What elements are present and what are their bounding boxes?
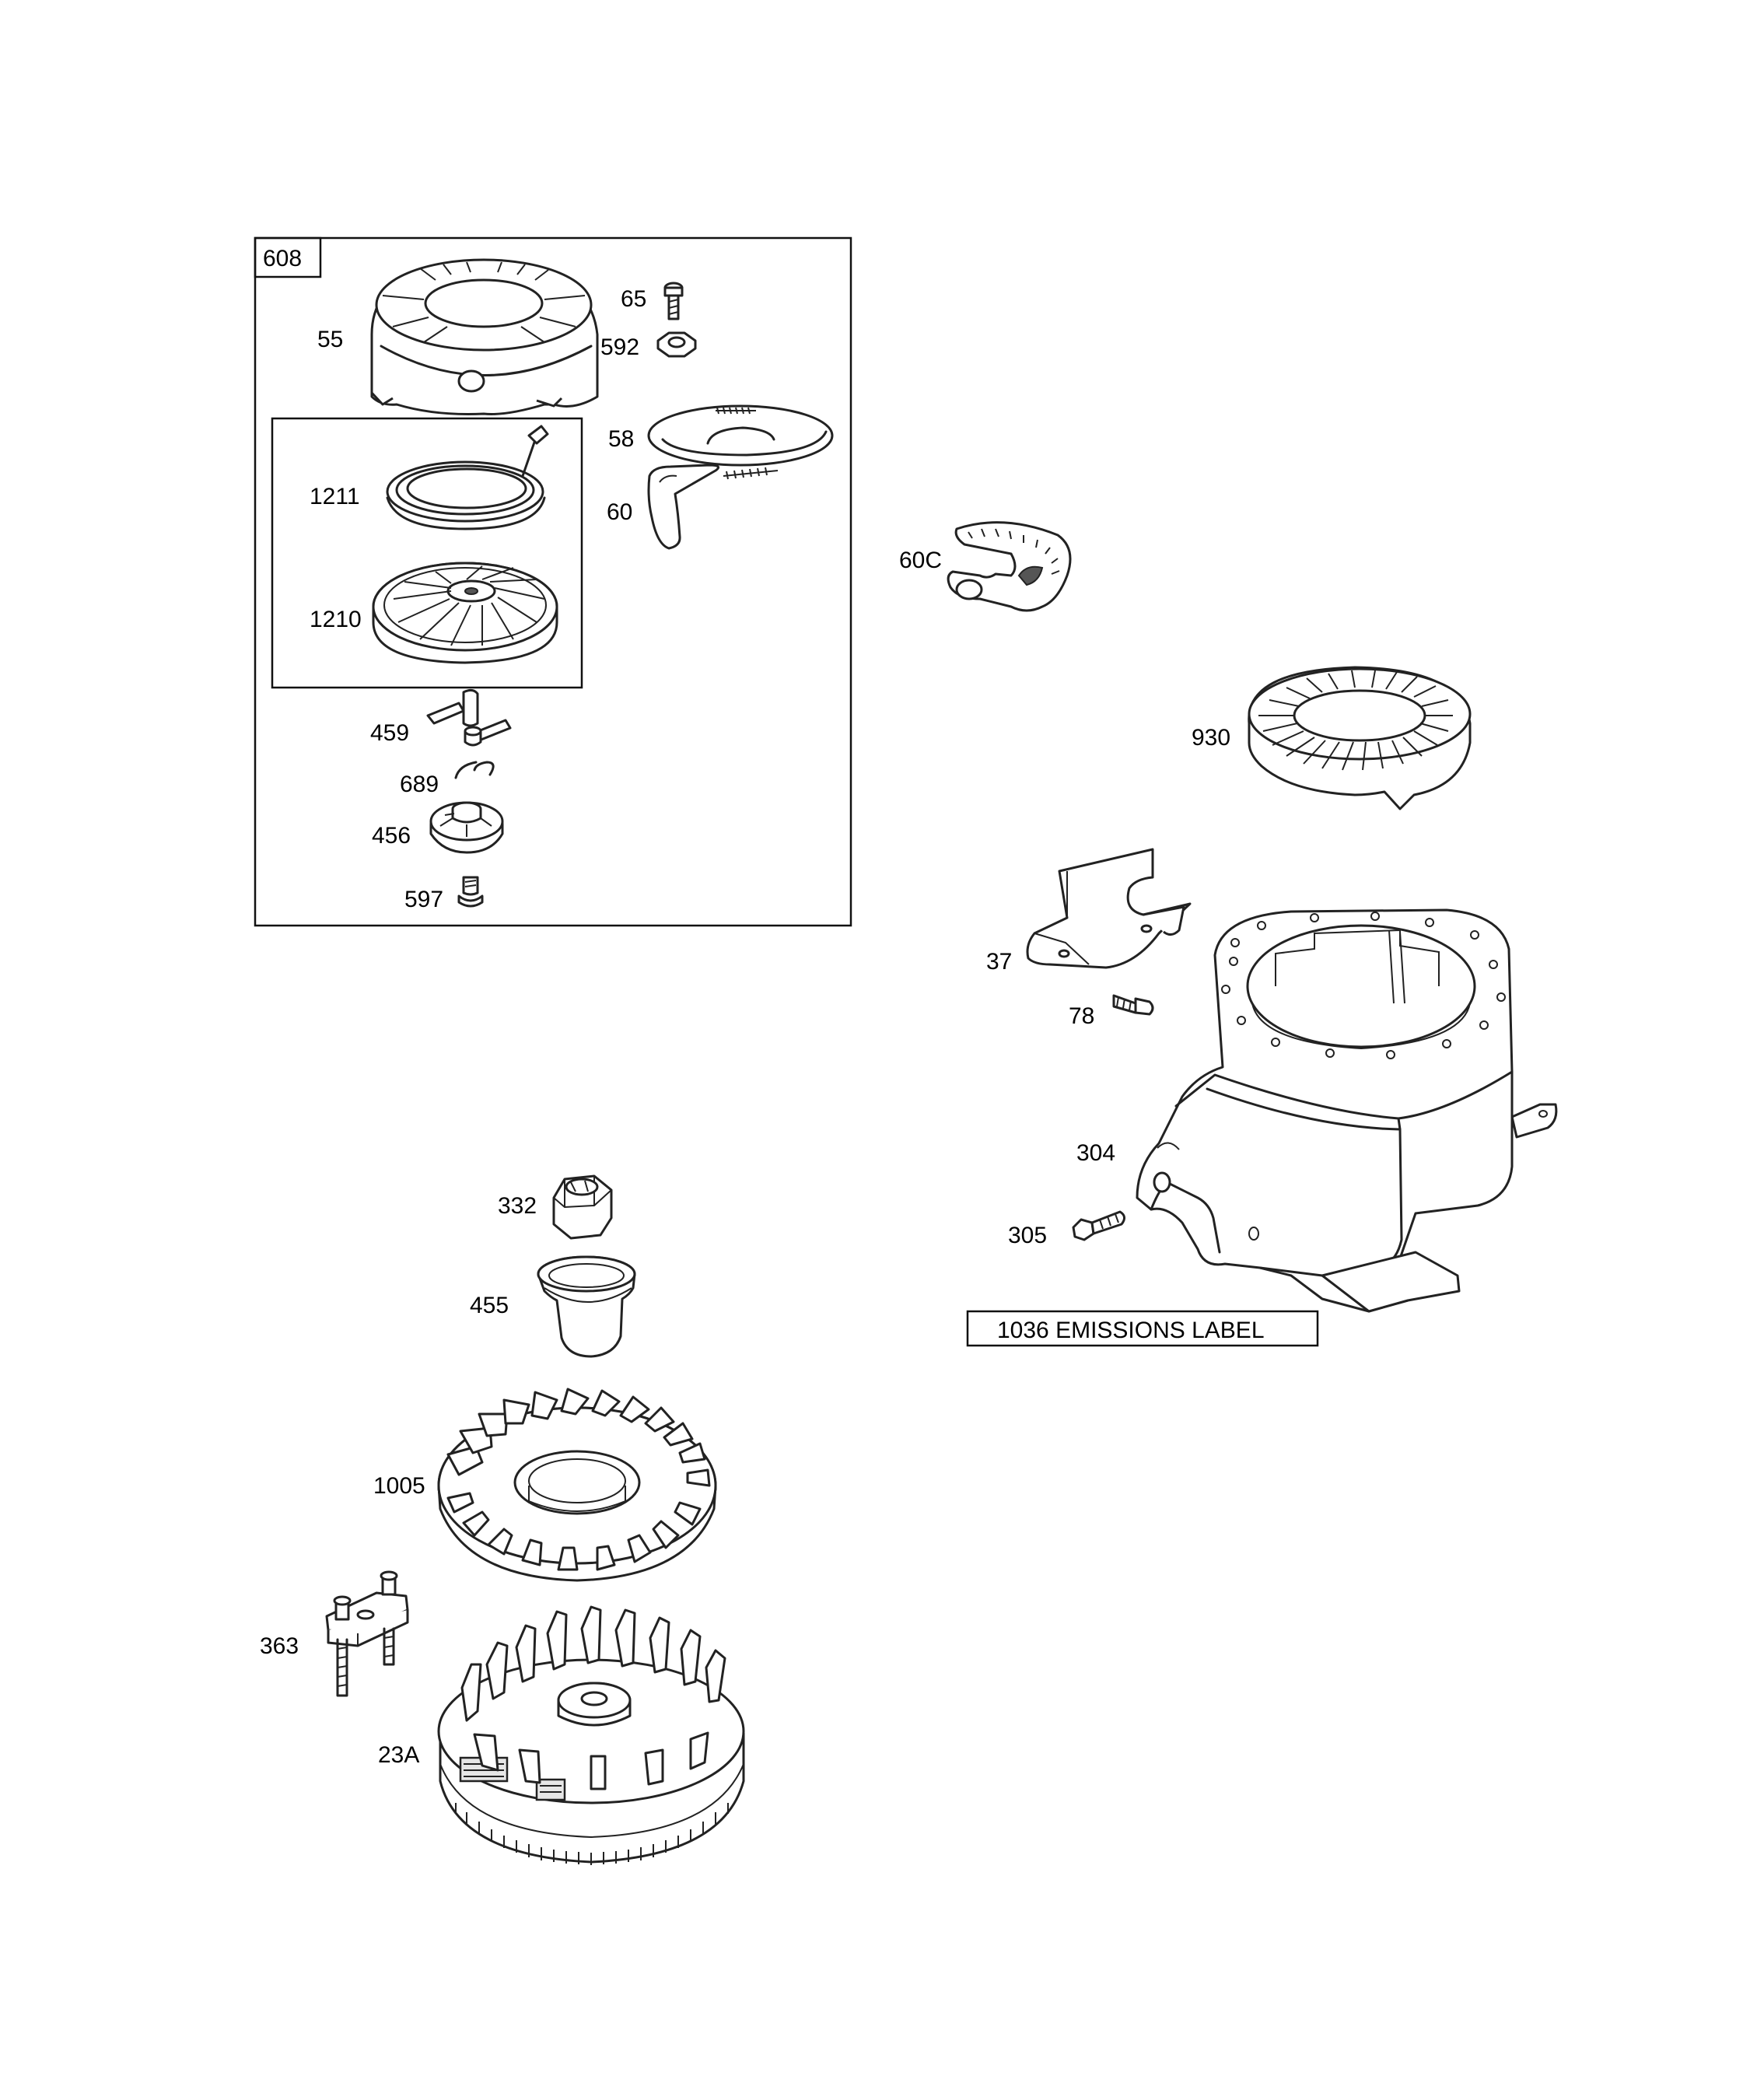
nut-592	[656, 331, 697, 358]
pawl-459	[426, 688, 512, 747]
ratchet-456	[429, 801, 504, 854]
pulley-1210	[372, 562, 558, 664]
part-label-459: 459	[370, 720, 409, 746]
starter-handle-60	[647, 464, 720, 550]
emissions-label-box	[966, 1310, 1319, 1347]
part-label-60C: 60C	[899, 548, 942, 573]
recoil-cover-55	[370, 258, 599, 415]
part-label-65: 65	[621, 286, 646, 312]
starter-cup-455	[537, 1255, 636, 1358]
part-label-23A: 23A	[378, 1742, 419, 1768]
part-label-332: 332	[498, 1193, 537, 1219]
part-label-1211: 1211	[310, 484, 360, 509]
screw-78	[1112, 994, 1154, 1016]
part-label-608: 608	[263, 246, 302, 271]
screw-597	[457, 876, 484, 908]
retainer-689	[454, 761, 495, 779]
part-label-363: 363	[260, 1633, 299, 1659]
part-label-1005: 1005	[373, 1473, 425, 1499]
screw-305	[1072, 1210, 1125, 1241]
part-label-1210: 1210	[310, 607, 362, 632]
part-label-55: 55	[317, 327, 343, 352]
bracket-363	[325, 1570, 409, 1697]
part-label-592: 592	[600, 334, 639, 360]
rotating-screen-930	[1248, 666, 1472, 810]
part-label-930: 930	[1192, 725, 1230, 751]
pulley-subassembly-frame	[271, 417, 583, 689]
part-label-304: 304	[1076, 1140, 1115, 1166]
nut-332	[552, 1174, 613, 1240]
blower-housing-304	[1136, 908, 1558, 1313]
part-label-78: 78	[1069, 1003, 1094, 1029]
part-label-455: 455	[470, 1293, 509, 1318]
starter-handle-60C	[947, 521, 1072, 612]
part-label-37: 37	[986, 949, 1012, 975]
part-label-456: 456	[372, 823, 411, 849]
air-guide-37	[1026, 848, 1192, 969]
part-label-689: 689	[400, 772, 439, 797]
flywheel-23A	[437, 1605, 745, 1865]
part-label-60: 60	[607, 499, 632, 525]
part-label-305: 305	[1008, 1223, 1047, 1248]
assembly-608-tag-box	[254, 236, 322, 278]
part-label-58: 58	[608, 426, 634, 452]
part-label-597: 597	[404, 887, 443, 912]
starter-rope-58	[647, 404, 834, 480]
fan-1005	[437, 1388, 717, 1582]
assembly-608-frame	[254, 236, 852, 927]
screw-65	[663, 282, 684, 320]
emissions-label-text: 1036 EMISSIONS LABEL	[997, 1318, 1265, 1343]
rewind-spring-1211	[386, 425, 549, 530]
